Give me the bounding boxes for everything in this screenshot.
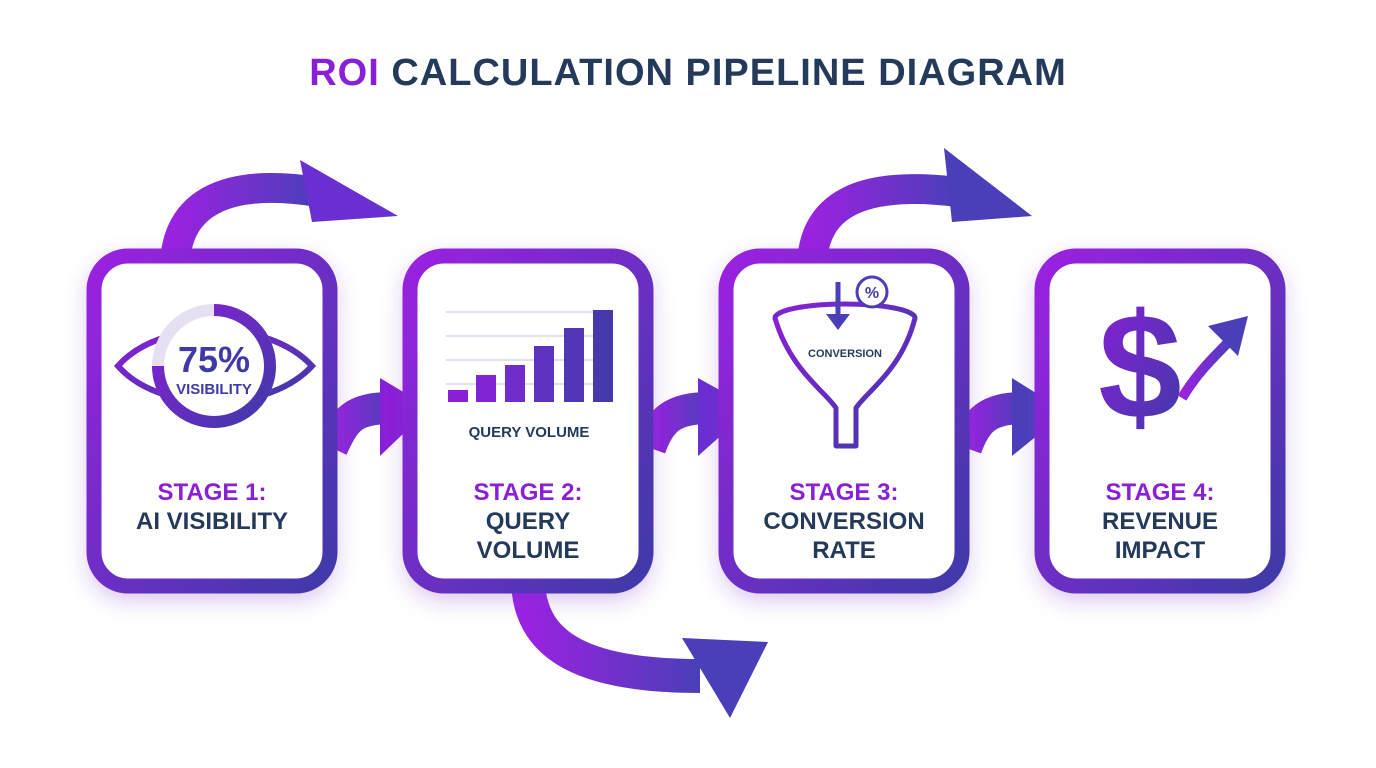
stage-4-label: STAGE 4: REVENUE IMPACT: [1040, 478, 1280, 565]
stage-2-name-line2: VOLUME: [476, 537, 580, 564]
dollar-symbol: $: [1098, 282, 1181, 450]
stage-1-number: STAGE 1:: [157, 479, 267, 506]
visibility-label: VISIBILITY: [176, 381, 252, 398]
stage-4-number: STAGE 4:: [1105, 479, 1215, 506]
stage-1-name: AI VISIBILITY: [135, 508, 288, 535]
curved-arrow-stage1-top: [160, 160, 398, 269]
diagram-title: ROI CALCULATION PIPELINE DIAGRAM: [0, 52, 1376, 95]
stage-2-name-line1: QUERY: [485, 508, 571, 535]
chart-bar-5: [564, 328, 584, 402]
stage-3-name-line2: RATE: [812, 537, 876, 564]
funnel-label: CONVERSION: [808, 348, 882, 360]
curved-arrow-stage2-bottom: [511, 577, 768, 718]
title-accent: ROI: [309, 52, 380, 94]
title-text: CALCULATION PIPELINE DIAGRAM: [391, 52, 1067, 94]
stage-3-name-line1: CONVERSION: [763, 508, 925, 535]
stage-2-number: STAGE 2:: [473, 479, 583, 506]
chart-bar-3: [505, 365, 525, 402]
stage-4-name-line1: REVENUE: [1101, 508, 1219, 535]
funnel-icon: % CONVERSION: [772, 275, 918, 449]
visibility-progress-ring: [152, 304, 276, 428]
chart-bar-4: [534, 346, 554, 402]
bar-chart-icon: QUERY VOLUME: [444, 310, 614, 441]
stage-3-label: STAGE 3: CONVERSION RATE: [724, 478, 964, 565]
funnel-percent: %: [865, 285, 879, 302]
curved-arrow-stage3-top: [797, 148, 1032, 269]
stage-card-4: [1034, 248, 1286, 594]
dollar-growth-icon: $: [1098, 282, 1248, 450]
eye-gauge-icon: 75% VISIBILITY: [114, 304, 317, 428]
stage-4-name-line2: IMPACT: [1114, 537, 1206, 564]
stage-2-label: STAGE 2: QUERY VOLUME: [408, 478, 648, 565]
chart-bar-6: [593, 310, 613, 402]
stage-3-number: STAGE 3:: [789, 479, 899, 506]
chart-axis-label: QUERY VOLUME: [469, 424, 590, 441]
visibility-value: 75%: [178, 339, 250, 380]
stage-card-2: [402, 248, 654, 594]
chart-bar-2: [476, 375, 496, 402]
stage-1-label: STAGE 1: AI VISIBILITY: [92, 478, 332, 536]
chart-bar-1: [448, 390, 468, 402]
